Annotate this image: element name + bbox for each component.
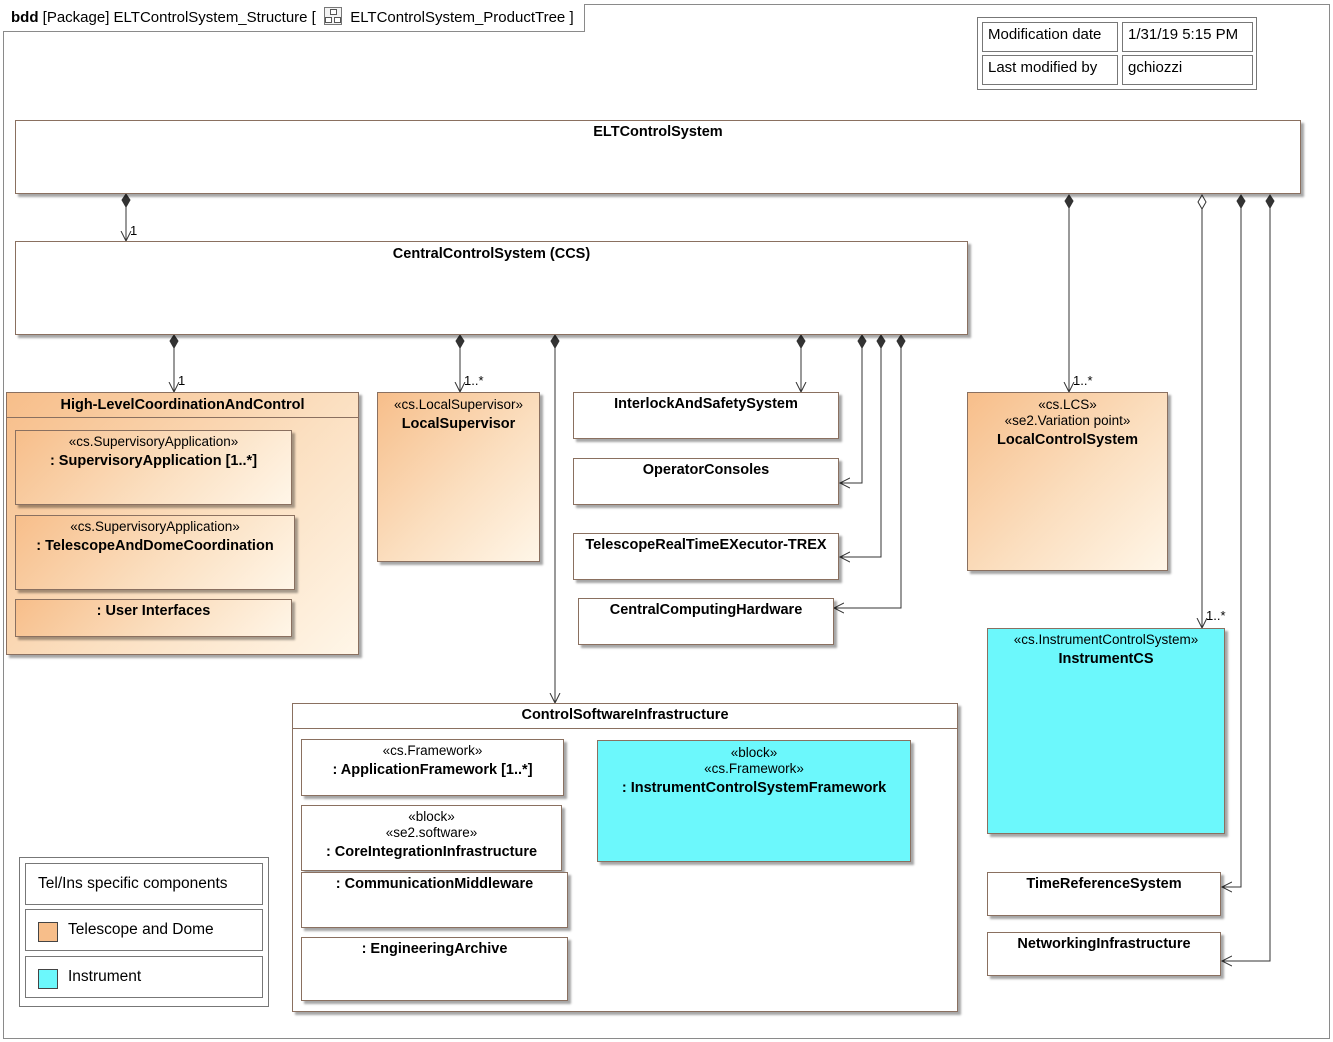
multiplicity-elt-ccs: 1 xyxy=(130,223,138,238)
legend-item: Telescope and Dome xyxy=(25,909,263,951)
diamond-icon xyxy=(896,334,906,350)
part-name: : ApplicationFramework [1..*] xyxy=(332,762,533,778)
part-name: : InstrumentControlSystemFramework xyxy=(621,780,887,796)
diagram-frame-header: bdd [Package] ELTControlSystem_Structure… xyxy=(3,4,585,32)
block-local-control-system[interactable]: «cs.LCS» «se2.Variation point» LocalCont… xyxy=(967,392,1168,571)
block-instrument-cs[interactable]: «cs.InstrumentControlSystem» InstrumentC… xyxy=(987,628,1225,834)
block-name: TimeReferenceSystem xyxy=(1026,876,1182,892)
multiplicity-ccs-hlcc: 1 xyxy=(178,373,186,388)
compartment-divider xyxy=(7,417,358,418)
diamond-icon xyxy=(876,334,886,350)
part-stereotype: «block» xyxy=(730,745,778,760)
composition-elt-trs xyxy=(1222,207,1242,887)
diamond-icon xyxy=(1265,194,1275,210)
composition-ccs-cch xyxy=(834,347,902,608)
part-stereotype: «se2.software» xyxy=(385,825,478,840)
part-name: : SupervisoryApplication [1..*] xyxy=(49,453,258,469)
last-modified-by-value: gchiozzi xyxy=(1122,55,1253,85)
part-supervisory-application[interactable]: «cs.SupervisoryApplication» : Supervisor… xyxy=(15,430,292,505)
block-name: NetworkingInfrastructure xyxy=(1017,936,1191,952)
diamond-icon xyxy=(121,193,131,209)
composition-ccs-trex xyxy=(840,347,882,557)
block-name: ELTControlSystem xyxy=(593,124,723,140)
multiplicity-elt-lcs: 1..* xyxy=(1073,373,1093,388)
modification-date-value: 1/31/19 5:15 PM xyxy=(1122,22,1253,52)
multiplicity-ccs-localsupervisor: 1..* xyxy=(464,373,484,388)
diagram-tree-icon xyxy=(324,7,343,25)
part-name: : CoreIntegrationInfrastructure xyxy=(325,844,538,860)
part-name: : CommunicationMiddleware xyxy=(335,876,534,892)
multiplicity-elt-instrumentcs: 1..* xyxy=(1206,608,1226,623)
part-name: : TelescopeAndDomeCoordination xyxy=(36,538,274,554)
block-name: InstrumentCS xyxy=(1058,651,1154,667)
diamond-icon xyxy=(796,334,806,350)
part-user-interfaces[interactable]: : User Interfaces xyxy=(15,599,292,637)
legend-title: Tel/Ins specific components xyxy=(38,875,228,892)
block-name: CentralComputingHardware xyxy=(609,602,803,618)
last-modified-by-label: Last modified by xyxy=(982,55,1118,85)
composition-elt-net xyxy=(1222,207,1271,961)
part-engineering-archive[interactable]: : EngineeringArchive xyxy=(301,937,568,1001)
compartment-divider xyxy=(293,728,957,729)
block-interlock-and-safety-system[interactable]: InterlockAndSafetySystem xyxy=(573,392,839,439)
diamond-icon xyxy=(169,334,179,350)
diagram-package: [Package] ELTControlSystem_Structure [ xyxy=(42,9,316,26)
block-name: ControlSoftwareInfrastructure xyxy=(521,707,729,723)
hollow-diamond-icon xyxy=(1197,193,1207,211)
part-instrument-control-system-framework[interactable]: «block» «cs.Framework» : InstrumentContr… xyxy=(597,740,911,862)
block-time-reference-system[interactable]: TimeReferenceSystem xyxy=(987,872,1221,916)
diagram-frame xyxy=(3,4,1330,1039)
diamond-icon xyxy=(550,334,560,350)
part-stereotype: «block» xyxy=(408,809,455,824)
legend-item: Instrument xyxy=(25,956,263,998)
block-networking-infrastructure[interactable]: NetworkingInfrastructure xyxy=(987,932,1221,976)
block-name: LocalControlSystem xyxy=(997,432,1138,448)
block-name: TelescopeRealTimeEXecutor-TREX xyxy=(585,537,827,553)
block-central-control-system[interactable]: CentralControlSystem (CCS) xyxy=(15,241,968,335)
block-operator-consoles[interactable]: OperatorConsoles xyxy=(573,458,839,505)
diamond-icon xyxy=(857,334,867,350)
part-name: : User Interfaces xyxy=(96,603,211,619)
block-elt-control-system[interactable]: ELTControlSystem xyxy=(15,120,1301,194)
part-name: : EngineeringArchive xyxy=(361,941,508,957)
block-name: High-LevelCoordinationAndControl xyxy=(60,397,305,413)
part-communication-middleware[interactable]: : CommunicationMiddleware xyxy=(301,872,568,928)
block-name: LocalSupervisor xyxy=(401,416,516,432)
block-central-computing-hardware[interactable]: CentralComputingHardware xyxy=(578,598,834,645)
legend-swatch-orange xyxy=(38,922,58,942)
block-name: InterlockAndSafetySystem xyxy=(614,396,798,412)
modification-date-label: Modification date xyxy=(982,22,1118,52)
block-name: CentralControlSystem (CCS) xyxy=(392,246,591,262)
diamond-icon xyxy=(1236,194,1246,210)
block-stereotype: «se2.Variation point» xyxy=(1004,413,1131,428)
part-stereotype: «cs.SupervisoryApplication» xyxy=(70,519,240,534)
block-name: OperatorConsoles xyxy=(642,462,770,478)
diagram-name: ELTControlSystem_ProductTree ] xyxy=(350,9,574,26)
legend-swatch-cyan xyxy=(38,969,58,989)
part-telescope-and-dome-coordination[interactable]: «cs.SupervisoryApplication» : TelescopeA… xyxy=(15,515,295,590)
legend: Tel/Ins specific components Telescope an… xyxy=(19,857,269,1007)
diamond-icon xyxy=(455,334,465,350)
diagram-kind: bdd xyxy=(11,9,39,26)
part-stereotype: «cs.Framework» xyxy=(382,743,483,758)
block-telescope-real-time-executor[interactable]: TelescopeRealTimeEXecutor-TREX xyxy=(573,533,839,580)
block-stereotype: «cs.InstrumentControlSystem» xyxy=(1013,632,1199,647)
part-core-integration-infrastructure[interactable]: «block» «se2.software» : CoreIntegration… xyxy=(301,805,562,871)
legend-label: Telescope and Dome xyxy=(68,921,214,938)
part-stereotype: «cs.SupervisoryApplication» xyxy=(68,434,239,449)
part-application-framework[interactable]: «cs.Framework» : ApplicationFramework [1… xyxy=(301,739,564,796)
block-stereotype: «cs.LocalSupervisor» xyxy=(393,397,524,412)
block-stereotype: «cs.LCS» xyxy=(1038,397,1097,412)
legend-title-row: Tel/Ins specific components xyxy=(25,863,263,905)
composition-ccs-opconsoles xyxy=(840,347,863,483)
block-local-supervisor[interactable]: «cs.LocalSupervisor» LocalSupervisor xyxy=(377,392,540,562)
diamond-icon xyxy=(1064,194,1074,210)
part-stereotype: «cs.Framework» xyxy=(704,761,804,776)
diagram-info-table: Modification date 1/31/19 5:15 PM Last m… xyxy=(977,17,1257,90)
legend-label: Instrument xyxy=(68,968,142,985)
